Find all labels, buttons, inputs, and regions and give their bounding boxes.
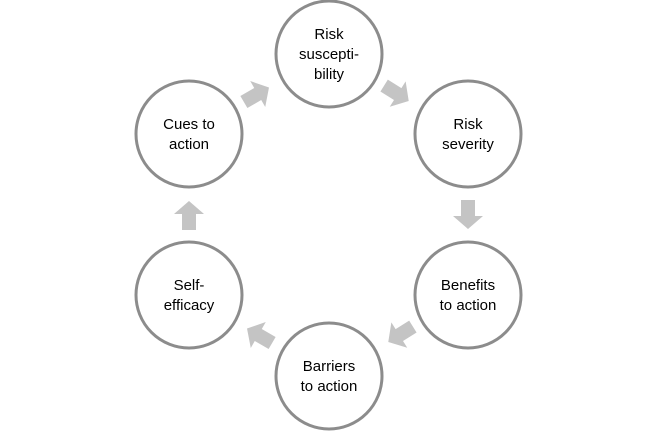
- node-label-line: to action: [440, 297, 497, 314]
- node-label-line: Risk: [453, 116, 483, 133]
- arrow-self-efficacy-to-cues-to-action: [174, 201, 204, 230]
- node-circle-benefits-to-action: [413, 240, 523, 350]
- node-circle-cues-to-action: [134, 79, 244, 189]
- node-label-risk-severity: Risk severity: [442, 116, 494, 153]
- node-label-cues-to-action: Cues to action: [163, 116, 215, 153]
- arrow-cues-to-action-to-risk-susceptibility: [240, 81, 269, 109]
- node-label-benefits-to-action: Benefits to action: [440, 277, 497, 314]
- node-label-line: Barriers: [303, 358, 356, 375]
- node-circle-barriers-to-action: [274, 321, 384, 431]
- node-label-line: Benefits: [441, 277, 495, 294]
- node-circle-risk-severity: [413, 79, 523, 189]
- node-label-line: Risk: [314, 26, 344, 43]
- node-cues-to-action: Cues to action: [134, 79, 244, 189]
- node-circle-self-efficacy: [134, 240, 244, 350]
- node-label-line: action: [169, 136, 209, 153]
- node-label-line: severity: [442, 136, 494, 153]
- node-label-line: bility: [314, 66, 345, 83]
- node-risk-severity: Risk severity: [413, 79, 523, 189]
- node-benefits-to-action: Benefits to action: [413, 240, 523, 350]
- node-barriers-to-action: Barriers to action: [274, 321, 384, 431]
- node-label-line: to action: [301, 378, 358, 395]
- node-label-line: efficacy: [164, 297, 215, 314]
- arrow-risk-susceptibility-to-risk-severity: [380, 79, 409, 107]
- arrows-layer: [174, 79, 483, 350]
- node-label-line: suscepti-: [299, 46, 359, 63]
- node-circle-risk-susceptibility: [274, 0, 384, 109]
- arrow-risk-severity-to-benefits-to-action: [453, 200, 483, 229]
- arrow-benefits-to-action-to-barriers-to-action: [388, 320, 417, 348]
- node-label-line: Self-: [174, 277, 205, 294]
- node-label-risk-susceptibility: Risk suscepti-bility: [299, 26, 359, 83]
- arrow-barriers-to-action-to-self-efficacy: [247, 322, 276, 350]
- node-label-barriers-to-action: Barriers to action: [301, 358, 358, 395]
- node-risk-susceptibility: Risk suscepti-bility: [274, 0, 384, 109]
- node-label-line: Cues to: [163, 116, 215, 133]
- node-label-self-efficacy: Self-efficacy: [164, 277, 215, 314]
- node-self-efficacy: Self-efficacy: [134, 240, 244, 350]
